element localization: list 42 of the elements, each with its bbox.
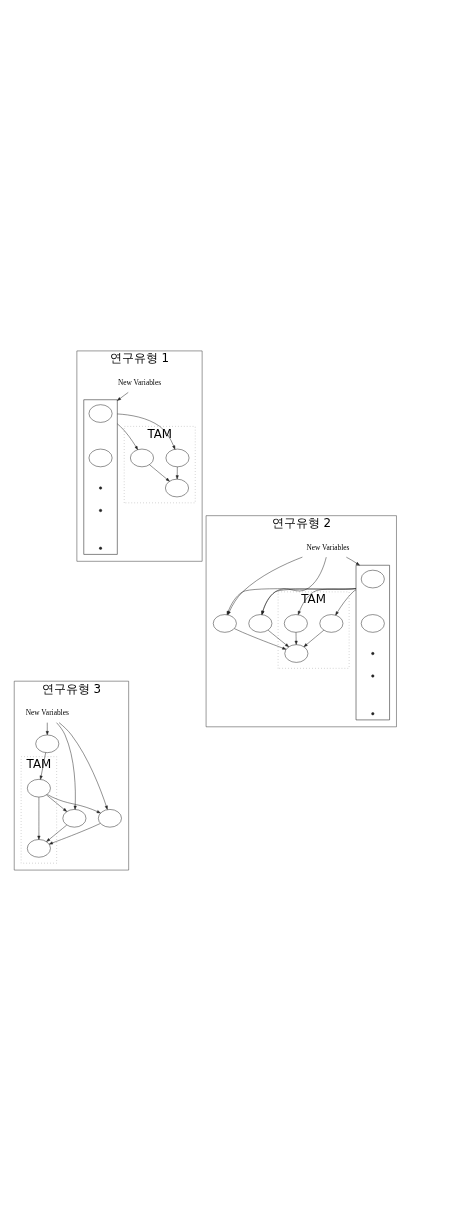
arrow — [58, 721, 108, 810]
arrow — [303, 629, 324, 647]
arrow — [117, 413, 176, 449]
node-ellipse — [213, 613, 237, 633]
node-ellipse — [360, 569, 385, 588]
arrow — [37, 796, 41, 840]
arrow — [149, 464, 170, 481]
arrow — [267, 629, 289, 647]
arrow — [45, 721, 49, 735]
node-ellipse — [27, 778, 51, 797]
node-ellipse — [360, 613, 385, 633]
arrow — [294, 631, 298, 645]
arrow — [297, 587, 357, 615]
node-ellipse — [284, 613, 308, 633]
arrow — [46, 824, 67, 842]
arrow — [47, 793, 101, 813]
arrow — [117, 423, 138, 450]
node-ellipse — [88, 448, 113, 467]
cluster: TAM — [123, 425, 196, 503]
node-ellipse — [35, 734, 60, 753]
arrow — [234, 627, 287, 650]
arrow — [261, 556, 327, 615]
arrow — [117, 391, 129, 401]
arrow — [56, 721, 77, 810]
arrow — [346, 556, 360, 565]
node-text: New Variables — [25, 707, 69, 717]
node-ellipse — [88, 403, 113, 423]
arrow — [39, 751, 46, 780]
node-ellipse — [319, 613, 344, 633]
cluster — [83, 398, 118, 555]
node-ellipse — [248, 613, 273, 633]
arrow — [46, 794, 67, 812]
arrow — [48, 822, 101, 844]
cluster — [355, 564, 390, 720]
arrow — [335, 589, 357, 615]
node-ellipse — [165, 448, 190, 467]
cluster: TAM — [277, 591, 350, 669]
node-text: New Variables — [117, 377, 162, 387]
node-text: New Variables — [306, 542, 350, 552]
arrow — [261, 587, 357, 615]
node-ellipse — [130, 448, 154, 467]
arrow — [175, 466, 179, 479]
